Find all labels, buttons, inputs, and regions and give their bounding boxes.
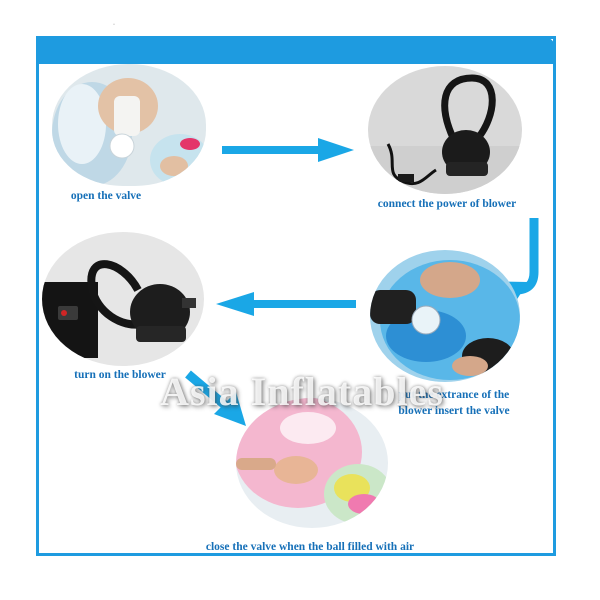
stray-mark: · [113, 22, 115, 28]
step-2-caption: connect the power of blower [377, 198, 517, 210]
step-4-caption-line-1: put the extrance of the [398, 389, 510, 401]
step-4-caption-line-2: blower insert the valve [398, 404, 510, 417]
arrow-left-icon [216, 292, 356, 316]
step-5-caption: close the valve when the ball filled wit… [205, 541, 415, 553]
step-4-caption: put the extrance of the blower insert th… [384, 388, 524, 419]
arrow-down-right-icon [185, 370, 246, 426]
step-5-photo [236, 398, 388, 528]
watermark-text: Asia Inflatables [160, 369, 444, 414]
step-1-photo [52, 64, 206, 186]
step-3-caption: turn on the blower [74, 369, 166, 381]
step-1-caption: open the valve [70, 190, 142, 202]
step-2-photo [368, 66, 522, 194]
frame-header-bar [36, 36, 556, 64]
step-4-photo [370, 250, 520, 382]
step-3-photo [42, 232, 204, 366]
arrow-right-icon [222, 138, 354, 162]
